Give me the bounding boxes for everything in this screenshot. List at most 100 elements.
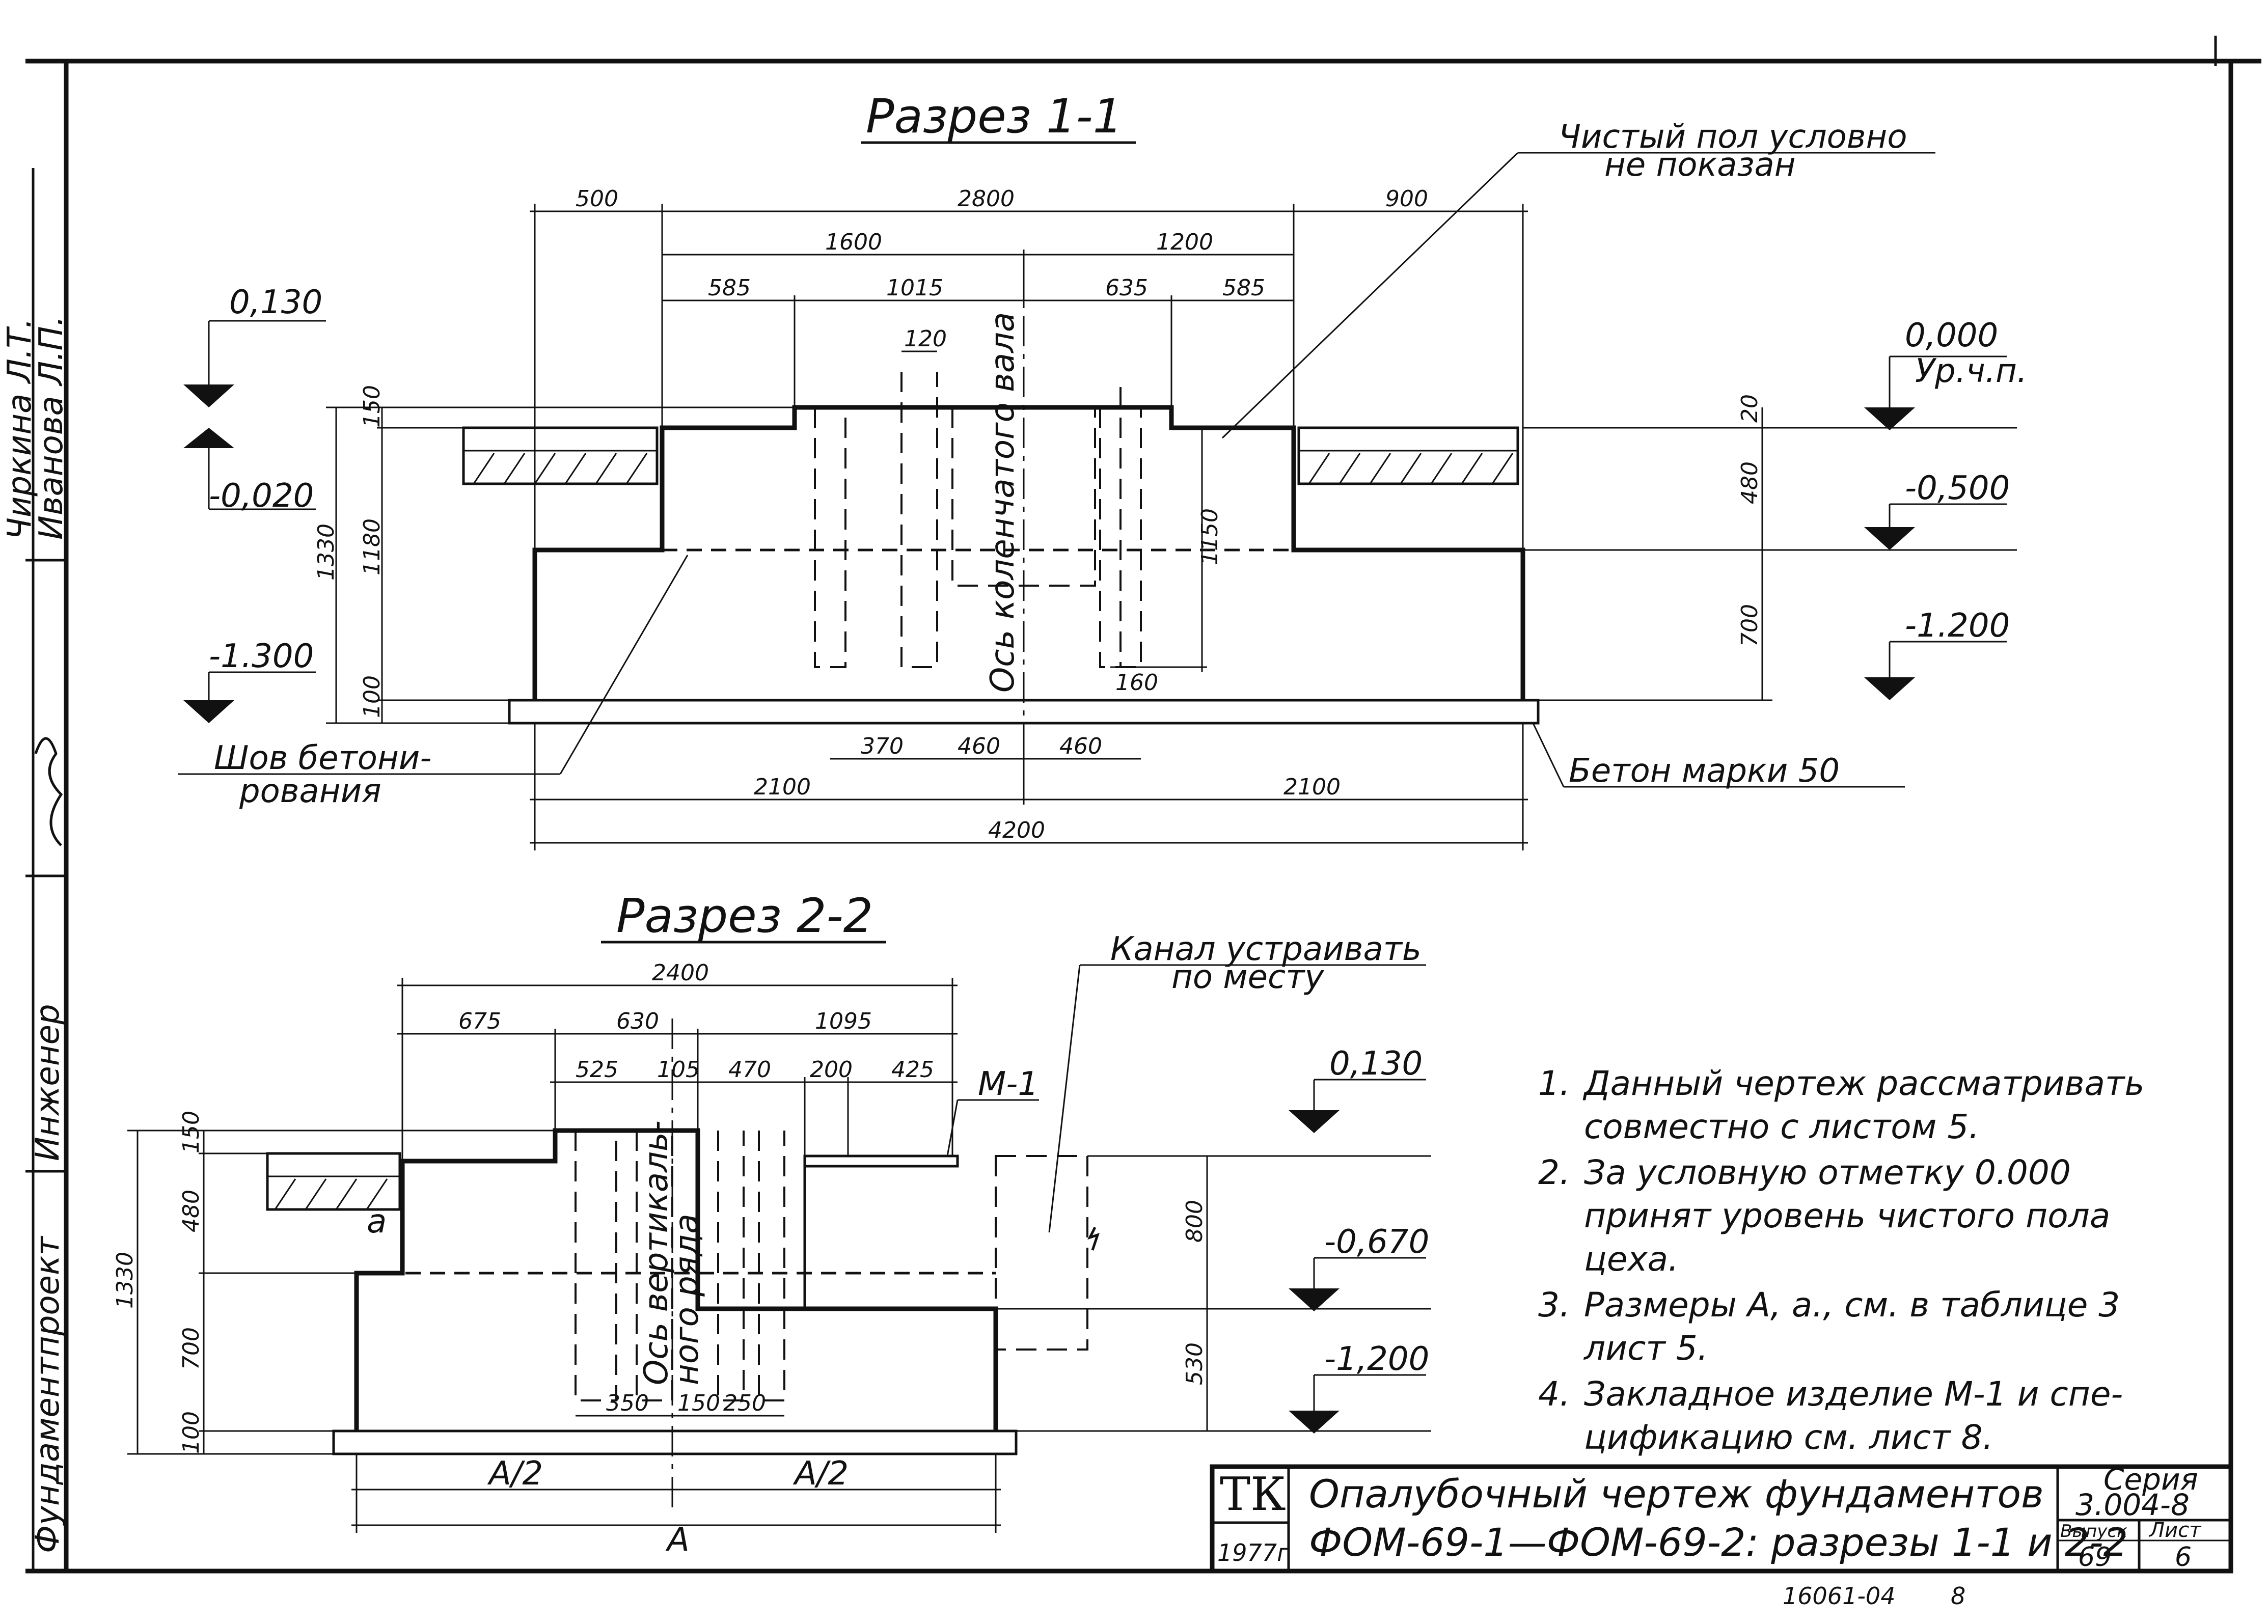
svg-text:1015: 1015 (886, 275, 943, 301)
svg-text:480: 480 (178, 1190, 204, 1232)
svg-text:2100: 2100 (1283, 774, 1341, 800)
stamp-title-2: ФОМ-69-1—ФОМ-69-2: разрезы 1-1 и 2-2 (1309, 1520, 2128, 1565)
section-2-2: Разрез 2-2 Ось вертикаль- ного ряда (112, 889, 1431, 1559)
svg-text:Закладное изделие М-1 и спе-: Закладное изделие М-1 и спе- (1584, 1374, 2123, 1414)
svg-text:-0,670: -0,670 (1324, 1223, 1429, 1261)
svg-text:1600: 1600 (825, 229, 882, 255)
svg-text:425: 425 (891, 1057, 934, 1083)
svg-text:a: a (367, 1203, 387, 1241)
svg-text:1095: 1095 (815, 1008, 872, 1034)
svg-text:-1.300: -1.300 (209, 638, 314, 675)
stamp-series-value: 3.004-8 (2075, 1488, 2190, 1522)
stamp-org: ТК (1220, 1468, 1286, 1521)
svg-text:совместно с листом 5.: совместно с листом 5. (1584, 1107, 1979, 1146)
svg-text:700: 700 (1737, 604, 1763, 647)
svg-text:1330: 1330 (112, 1252, 138, 1309)
svg-text:1180: 1180 (359, 518, 385, 575)
svg-text:150: 150 (677, 1390, 720, 1416)
svg-text:2800: 2800 (958, 186, 1015, 212)
svg-text:0,130: 0,130 (1329, 1045, 1423, 1083)
svg-text:Чистый пол условно: Чистый пол условно (1559, 118, 1907, 156)
svg-text:Шов бетони-: Шов бетони- (214, 739, 431, 777)
svg-text:4.: 4. (1538, 1374, 1570, 1414)
svg-text:200: 200 (810, 1057, 853, 1083)
level-marks-1: 0,130 -0,020 -1.300 0,000 Ур.ч.п. -0,500… (183, 284, 2027, 723)
svg-text:2.: 2. (1538, 1153, 1570, 1192)
svg-text:A: A (665, 1521, 690, 1559)
svg-text:530: 530 (1182, 1342, 1208, 1385)
floor-left-1 (462, 426, 659, 485)
side-stamp: Инженер Фундаментпроект Иванова Л.П. Чир… (1, 316, 70, 1553)
svg-text:370: 370 (861, 733, 904, 759)
callouts-1: Чистый пол условно не показан Шов бетони… (178, 118, 1935, 810)
svg-text:100: 100 (178, 1411, 204, 1454)
callouts-2: Канал устраивать по месту М-1 (946, 930, 1426, 1233)
svg-text:рования: рования (239, 773, 381, 810)
svg-text:100: 100 (359, 675, 385, 718)
svg-text:16061-04: 16061-04 (1783, 1582, 1895, 1610)
svg-text:585: 585 (708, 275, 751, 301)
svg-text:За условную отметку 0.000: За условную отметку 0.000 (1584, 1153, 2071, 1192)
svg-text:3.: 3. (1538, 1285, 1570, 1325)
svg-text:0,130: 0,130 (229, 284, 322, 321)
svg-text:Данный чертеж рассматривать: Данный чертеж рассматривать (1582, 1064, 2144, 1103)
section-1-1: Разрез 1-1 Ось коленчатого вала (178, 89, 2027, 850)
notes: 1. Данный чертеж рассматривать совместно… (1538, 1064, 2144, 1457)
svg-text:675: 675 (458, 1008, 501, 1034)
stamp-year: 1977г (1217, 1539, 1290, 1566)
svg-text:цификацию см. лист 8.: цификацию см. лист 8. (1584, 1418, 1993, 1457)
svg-text:470: 470 (728, 1057, 771, 1083)
svg-text:Канал устраивать: Канал устраивать (1110, 930, 1422, 968)
svg-text:150: 150 (178, 1111, 204, 1153)
svg-text:Ось вертикаль-: Ось вертикаль- (638, 1120, 675, 1385)
side-stamp-name-1: Иванова Л.П. (33, 316, 70, 540)
bolt-holes-1 (814, 372, 1142, 668)
svg-text:принят уровень чистого пола: принят уровень чистого пола (1584, 1196, 2110, 1235)
svg-text:480: 480 (1737, 461, 1763, 504)
svg-text:0,000: 0,000 (1905, 317, 1998, 354)
bottom-code: 16061-04 8 (1783, 1582, 1965, 1610)
stamp-sheet-label: Лист (2148, 1519, 2202, 1542)
stamp-issue-label: Выпуск (2060, 1521, 2127, 1542)
svg-text:ного ряда: ного ряда (668, 1214, 706, 1385)
svg-text:635: 635 (1105, 275, 1148, 301)
dim-chain-1-bottom: 370 460 460 2100 2100 4200 (530, 723, 1528, 850)
svg-text:-0,500: -0,500 (1905, 470, 2010, 507)
svg-text:700: 700 (178, 1327, 204, 1370)
svg-text:1200: 1200 (1156, 229, 1213, 255)
shaft-axis-label: Ось коленчатого вала (984, 312, 1022, 693)
svg-text:120: 120 (904, 326, 947, 352)
dim-vertical-2: 1330 150 480 700 100 800 530 (112, 1111, 1431, 1455)
svg-text:350: 350 (606, 1390, 649, 1416)
dim-chain-2-top: 2400 675 630 1095 525 105 470 200 425 (397, 960, 958, 1161)
svg-text:Бетон марки 50: Бетон марки 50 (1569, 752, 1840, 790)
svg-text:М-1: М-1 (978, 1065, 1039, 1103)
dim-vertical-1-right: 20 480 700 1150 160 (1110, 394, 2017, 701)
signature-mark (34, 737, 63, 846)
floor-left-2 (266, 1152, 401, 1211)
svg-text:4200: 4200 (988, 817, 1045, 843)
svg-text:2400: 2400 (652, 960, 709, 986)
svg-text:800: 800 (1182, 1200, 1208, 1243)
svg-text:цеха.: цеха. (1584, 1240, 1679, 1279)
dim-chain-1-top: 500 2800 900 1600 1200 585 1015 635 585 … (530, 186, 1528, 550)
side-stamp-org: Фундаментпроект (29, 1235, 67, 1553)
channel-2 (995, 1155, 1088, 1351)
svg-text:2100: 2100 (754, 774, 811, 800)
sheet-frame (25, 36, 2261, 1574)
stamp-issue-value: 69 (2078, 1542, 2112, 1573)
svg-text:A/2: A/2 (487, 1455, 543, 1493)
svg-text:150: 150 (359, 385, 385, 428)
section-2-title: Разрез 2-2 (616, 889, 873, 943)
svg-text:1330: 1330 (313, 524, 339, 581)
svg-text:по месту: по месту (1171, 958, 1324, 996)
svg-text:-1,200: -1,200 (1324, 1340, 1429, 1378)
foundation-outline-1 (532, 405, 1525, 700)
svg-text:630: 630 (616, 1008, 659, 1034)
svg-text:не показан: не показан (1604, 146, 1796, 184)
side-stamp-name-2: Чиркина Л.Т. (1, 318, 39, 540)
concrete-bed-2 (332, 1429, 1018, 1455)
svg-text:Ур.ч.п.: Ур.ч.п. (1915, 352, 2027, 390)
svg-text:Размеры А, а., см. в таблице 3: Размеры А, а., см. в таблице 3 (1584, 1285, 2120, 1325)
